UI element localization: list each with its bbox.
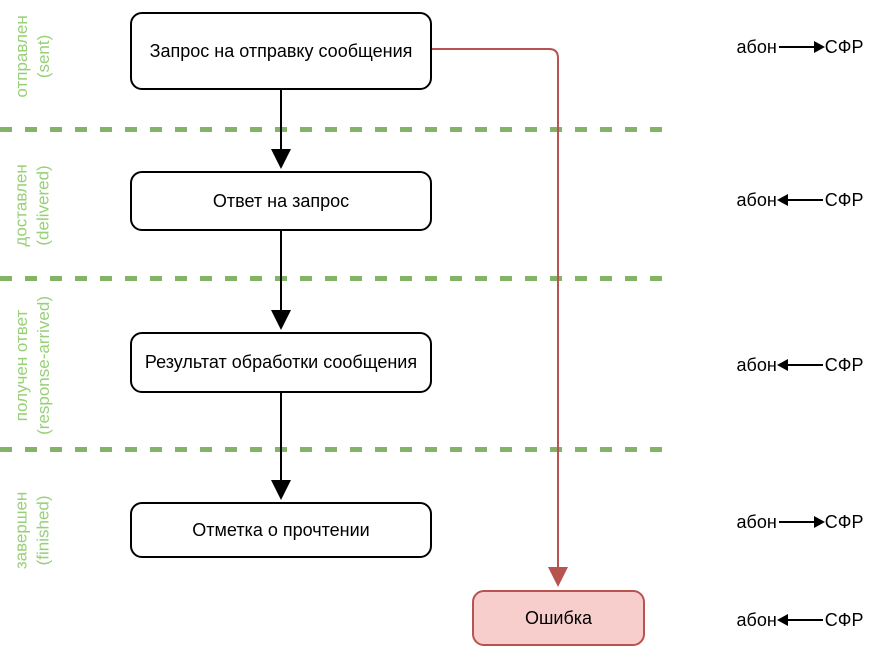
stage-label-en: (sent) [34,34,54,78]
stage-label-ru: завершен [11,491,31,569]
stage-label-en: (finished) [34,495,54,565]
flow-direction-row: абон СФР [734,34,866,60]
stage-label-delivered: доставлен (delivered) [2,159,64,251]
stage-label-ru: отправлен [11,14,31,98]
flow-to-label: СФР [824,511,864,532]
flow-node-label: Ответ на запрос [212,190,350,211]
flow-arrow-icon [778,41,825,53]
flow-from-label: абон [736,609,777,630]
stage-label-ru: доставлен [11,163,31,247]
flow-arrow-icon [776,359,823,371]
stage-label-finished: завершен (finished) [2,484,64,576]
flow-from-label: абон [736,511,777,532]
stage-label-ru: получен ответ [11,309,31,421]
stage-label-en: (delivered) [34,164,54,246]
flow-direction-row: абон СФР [734,509,866,535]
flow-arrow-icon [778,516,825,528]
flow-from-label: абон [736,36,777,57]
flow-node-processing-result: Результат обработки сообщения [130,332,432,393]
flow-node-response: Ответ на запрос [130,171,432,231]
flow-node-label: Ошибка [524,607,593,628]
flow-node-label: Отметка о прочтении [192,519,370,540]
stage-label-sent: отправлен (sent) [2,10,64,102]
flow-node-error: Ошибка [472,590,645,646]
flow-direction-row: абон СФР [734,187,866,213]
flow-direction-row: абон СФР [734,352,866,378]
stage-divider [0,276,662,281]
flow-node-label: Запрос на отправку сообщения [149,40,413,61]
flow-arrow-icon [776,194,823,206]
flow-from-label: абон [736,189,777,210]
flow-to-label: СФР [824,189,864,210]
flow-direction-row: абон СФР [734,607,866,633]
flow-arrow-icon [776,614,823,626]
flow-to-label: СФР [824,609,864,630]
flow-node-label: Результат обработки сообщения [144,352,418,372]
stage-label-en: (response-arrived) [34,295,54,435]
flow-from-label: абон [736,354,777,375]
flow-to-label: СФР [824,36,864,57]
flow-to-label: СФР [824,354,864,375]
flow-node-read-receipt: Отметка о прочтении [130,502,432,558]
flow-node-request: Запрос на отправку сообщения [130,12,432,90]
stage-divider [0,447,662,452]
stage-divider [0,127,662,132]
stage-label-response-arrived: получен ответ (response-arrived) [2,285,64,445]
